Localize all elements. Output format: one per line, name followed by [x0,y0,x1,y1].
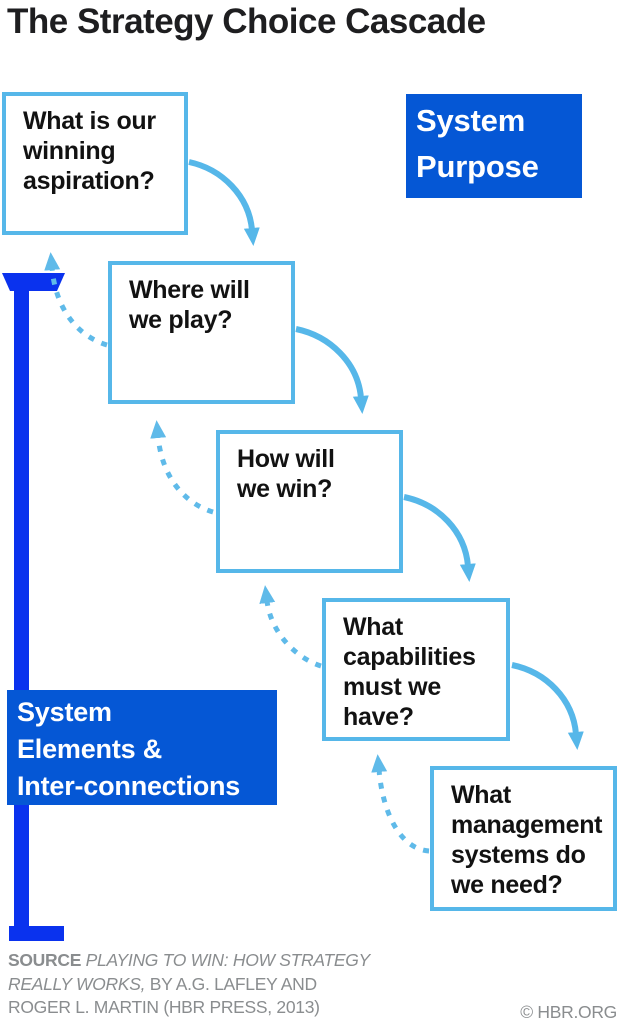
source-label: SOURCE [8,950,82,970]
cascade-box-text: What is our winning aspiration? [23,107,156,195]
feedback-arrow-up-1-icon [44,252,108,348]
feedback-arrow-up-3-icon [259,585,322,669]
book-title-part2: REALLY WORKS, [8,973,146,994]
book-title-part1: PLAYING TO WIN: HOW STRATEGY [85,950,371,970]
source-attribution: SOURCE PLAYING TO WIN: HOW STRATEGY REAL… [8,949,613,1020]
cascade-box-where-to-play: Where will we play? [108,261,295,404]
cascade-box-text: What capabilities must we have? [343,613,476,731]
cascade-arrow-down-2-icon [295,326,369,414]
source-line-2: REALLY WORKS, BY A.G. LAFLEY AND [8,973,613,997]
cascade-arrow-down-3-icon [403,494,476,582]
byline-part2: ROGER L. MARTIN (HBR PRESS, 2013) [8,997,320,1017]
cascade-box-capabilities: What capabilities must we have? [322,598,510,741]
page-title: The Strategy Choice Cascade [7,2,486,41]
feedback-arrow-up-4-icon [371,754,430,854]
source-line-3: ROGER L. MARTIN (HBR PRESS, 2013) [8,996,613,1020]
cascade-box-text: Where will we play? [129,276,250,334]
cascade-box-management-systems: What management systems do we need? [430,766,617,911]
cascade-box-text: How will we win? [237,445,335,503]
system-elements-label: System Elements & Inter-connections [7,690,277,805]
cascade-box-how-to-win: How will we win? [216,430,403,573]
system-purpose-label: System Purpose [406,94,582,198]
cascade-arrow-down-1-icon [188,159,260,246]
copyright-notice: © HBR.ORG [520,1002,617,1022]
system-elements-bracket [2,273,65,941]
cascade-arrow-down-4-icon [511,662,584,750]
source-line-1: SOURCE PLAYING TO WIN: HOW STRATEGY [8,949,613,973]
cascade-box-text: What management systems do we need? [451,781,603,899]
cascade-box-winning-aspiration: What is our winning aspiration? [2,92,188,235]
feedback-arrow-up-2-icon [150,420,214,515]
byline-part1: BY A.G. LAFLEY AND [149,973,317,994]
